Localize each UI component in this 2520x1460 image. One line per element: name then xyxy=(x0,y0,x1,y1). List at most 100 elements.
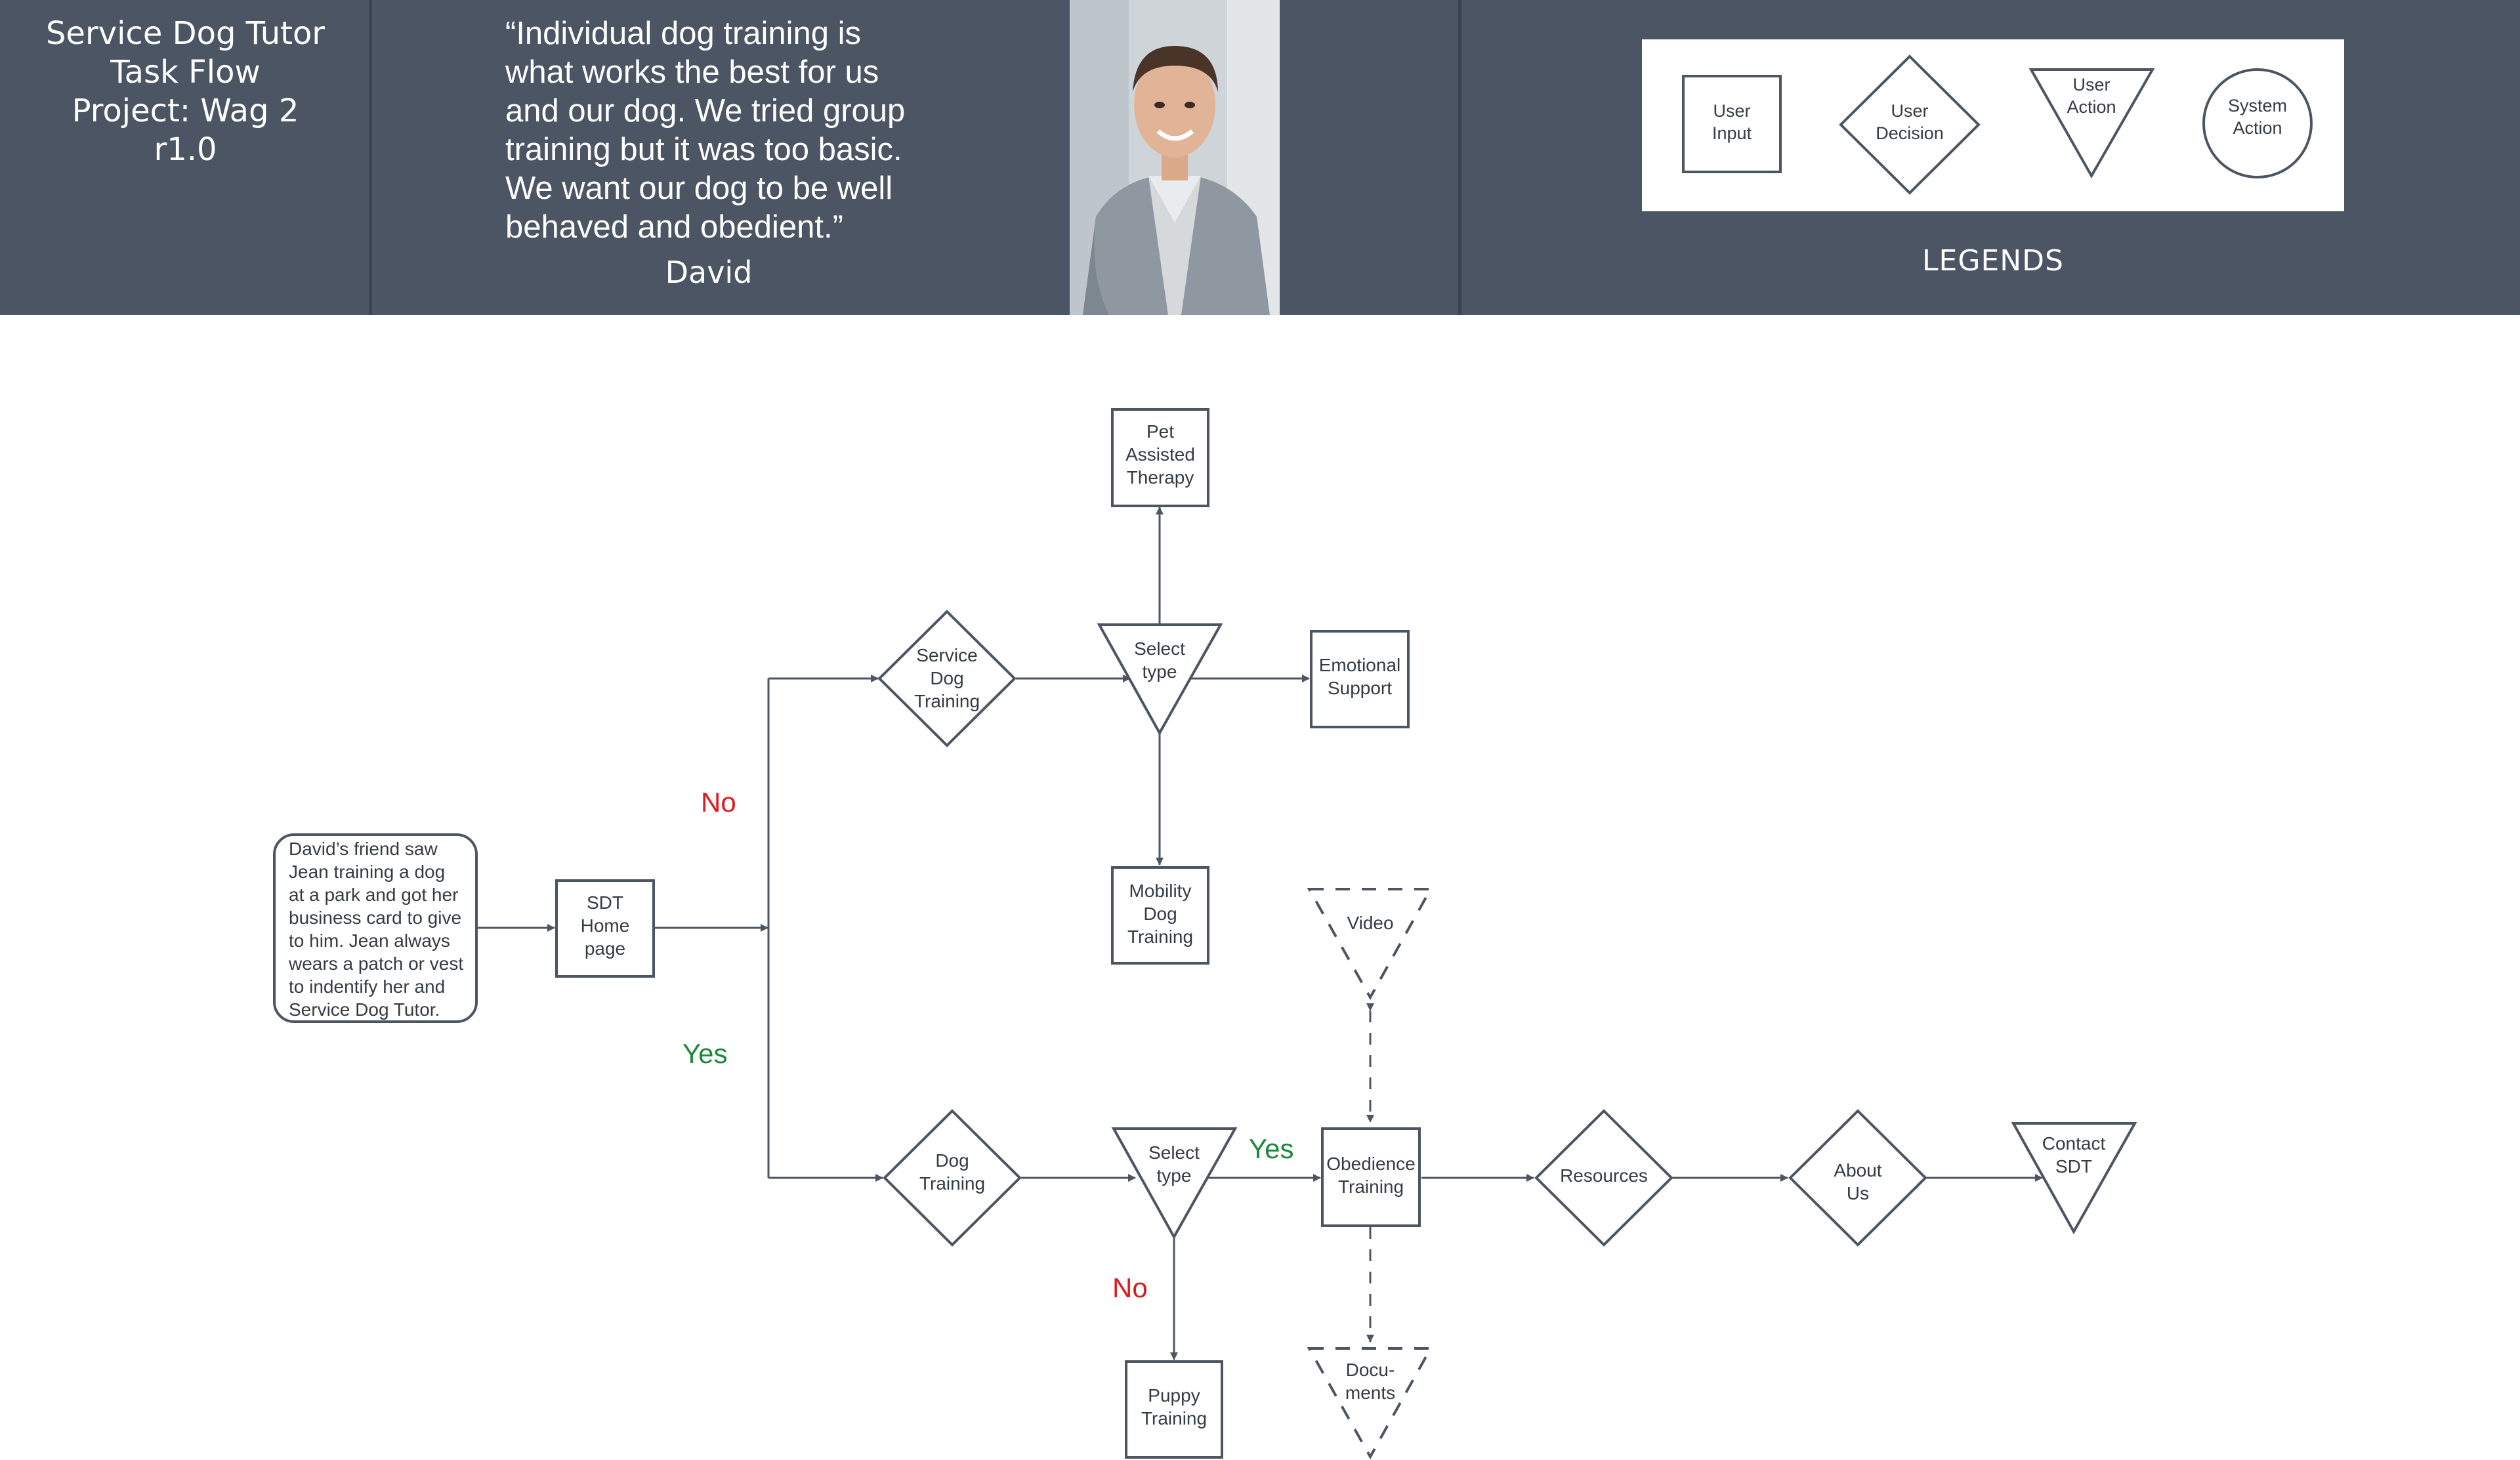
quote-line: what works the best for us xyxy=(505,54,879,90)
node-label: Video xyxy=(1347,913,1393,933)
legend-label: System xyxy=(2228,96,2287,115)
node-label: ments xyxy=(1345,1383,1395,1403)
node-label: type xyxy=(1157,1165,1192,1186)
header-divider xyxy=(369,0,372,315)
node-shape xyxy=(877,610,1017,747)
node-label: Training xyxy=(1141,1408,1207,1429)
node-select1: Select type xyxy=(1097,623,1223,736)
node-label: Training xyxy=(919,1173,985,1194)
node-label: Select xyxy=(1134,638,1185,659)
node-emotional: Emotional Support xyxy=(1310,630,1410,728)
node-docs: Docu- ments xyxy=(1307,1347,1433,1460)
legend-label: Action xyxy=(2067,97,2116,117)
node-pat: Pet Assisted Therapy xyxy=(1111,408,1209,507)
persona-quote: “Individual dog training is what works t… xyxy=(505,14,1083,247)
legend-rect-icon xyxy=(1682,75,1782,173)
node-select2: Select type xyxy=(1111,1127,1238,1240)
edge-label-yes: Yes xyxy=(1249,1133,1294,1164)
legend-label: User xyxy=(1713,101,1750,121)
legend-title: LEGENDS xyxy=(1922,244,2064,278)
node-label: Training xyxy=(1338,1177,1404,1197)
node-label: Therapy xyxy=(1127,467,1194,488)
node-shape xyxy=(1788,1109,1927,1247)
legend-label: Input xyxy=(1712,123,1752,143)
node-label: SDT xyxy=(587,892,623,913)
legend-label: User xyxy=(1891,101,1928,121)
node-label: David’s friend saw xyxy=(289,839,438,859)
legend-item-user-input: User Input xyxy=(1682,75,1782,173)
node-label: business card to give xyxy=(289,907,461,928)
quote-line: behaved and obedient.” xyxy=(505,209,843,245)
node-label: Service xyxy=(916,645,977,665)
node-label: Mobility xyxy=(1129,881,1192,901)
node-label: to him. Jean always xyxy=(289,930,450,951)
node-home: SDT Home page xyxy=(555,879,655,978)
node-label: page xyxy=(585,938,625,959)
quote-author: David xyxy=(665,255,753,290)
quote-line: We want our dog to be well xyxy=(505,171,893,206)
legend-label: Action xyxy=(2233,118,2282,138)
node-shape xyxy=(1125,1360,1223,1459)
node-shape xyxy=(1111,866,1209,965)
node-label: Home xyxy=(581,915,630,936)
diagram-edges xyxy=(477,507,2043,1360)
node-obedience: Obedience Training xyxy=(1321,1127,1421,1227)
node-label: Select xyxy=(1148,1142,1200,1163)
node-puppy: Puppy Training xyxy=(1125,1360,1223,1459)
project-subtitle: Task Flow xyxy=(110,54,261,91)
node-label: Resources xyxy=(1560,1165,1648,1186)
node-shape xyxy=(2011,1122,2137,1235)
node-story: David’s friend saw Jean training a dog a… xyxy=(273,833,478,1023)
node-about: About Us xyxy=(1788,1109,1927,1247)
node-shape xyxy=(273,833,478,1023)
node-label: Support xyxy=(1328,678,1392,698)
legend-item-user-action: User Action xyxy=(2028,68,2155,179)
legend-triangle-icon xyxy=(2028,68,2155,179)
project-title: Service Dog Tutor xyxy=(45,15,326,52)
node-shape xyxy=(1097,623,1223,736)
node-label: Emotional xyxy=(1319,655,1401,675)
node-shape xyxy=(1321,1127,1421,1227)
edge-label-no: No xyxy=(701,787,736,818)
node-shape xyxy=(555,879,655,978)
node-dog: Dog Training xyxy=(883,1109,1022,1247)
legend-label: Decision xyxy=(1876,123,1944,143)
project-name: Project: Wag 2 xyxy=(72,93,299,129)
node-video: Video xyxy=(1307,888,1433,1001)
portrait-photo-icon xyxy=(1070,0,1280,315)
node-label: About xyxy=(1834,1160,1881,1180)
project-info: Service Dog Tutor Task Flow Project: Wag… xyxy=(0,14,371,169)
legend-item-system-action: System Action xyxy=(2202,68,2313,178)
node-service: Service Dog Training xyxy=(877,610,1017,747)
node-shape xyxy=(883,1109,1022,1247)
node-label: Obedience xyxy=(1326,1154,1415,1174)
node-label: Service Dog Tutor. xyxy=(289,999,440,1020)
node-label: Pet xyxy=(1146,421,1174,442)
node-label: Training xyxy=(1127,927,1193,947)
node-shape xyxy=(1111,408,1209,507)
node-label: to indentify her and xyxy=(289,976,445,997)
header-divider xyxy=(1458,0,1461,315)
node-shape xyxy=(1310,630,1410,728)
node-label: SDT xyxy=(2055,1156,2092,1177)
node-label: Contact xyxy=(2042,1133,2106,1154)
node-label: Dog xyxy=(1143,904,1177,924)
node-label: Jean training a dog xyxy=(289,862,445,882)
project-version: r1.0 xyxy=(154,131,217,168)
node-label: Dog xyxy=(935,1150,969,1171)
legend-diamond-icon xyxy=(1839,54,1981,195)
node-label: Training xyxy=(914,691,980,711)
node-resources: Resources xyxy=(1534,1109,1673,1247)
legend-circle-icon xyxy=(2202,68,2313,178)
node-label: at a park and got her xyxy=(289,885,458,905)
portrait-illustration xyxy=(1070,0,1280,315)
node-contact: Contact SDT xyxy=(2011,1122,2137,1235)
edge-label-yes: Yes xyxy=(682,1038,728,1069)
node-label: Us xyxy=(1847,1183,1869,1203)
node-label: type xyxy=(1143,661,1177,682)
node-label: Dog xyxy=(930,668,963,688)
node-shape xyxy=(1307,1347,1433,1460)
quote-line: and our dog. We tried group xyxy=(505,93,906,129)
node-mobility: Mobility Dog Training xyxy=(1111,866,1209,965)
